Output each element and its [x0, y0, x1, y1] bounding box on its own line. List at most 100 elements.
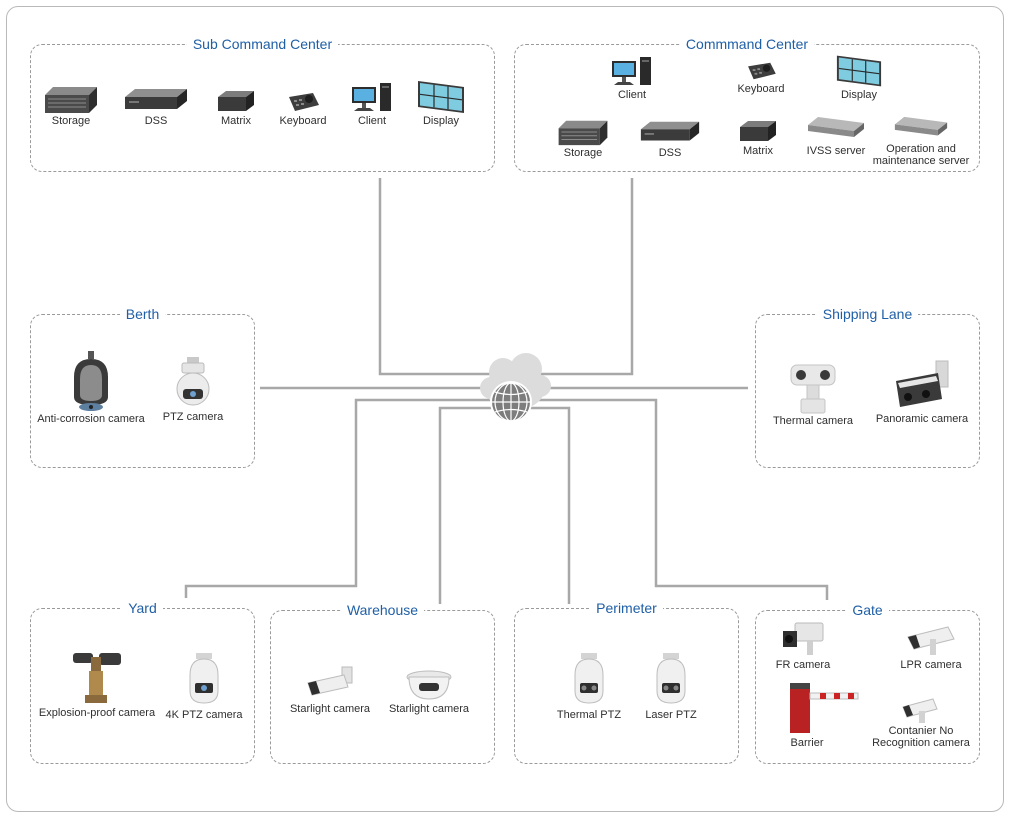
laser-ptz-camera: Laser PTZ: [635, 653, 707, 721]
device-label: Client: [357, 115, 387, 127]
device-label: 4K PTZ camera: [165, 709, 243, 721]
link-perimeter: [520, 406, 571, 604]
group-title: Yard: [122, 600, 163, 616]
group-title: Perimeter: [590, 600, 663, 616]
keyboard-device: Keyboard: [733, 59, 789, 95]
barrier: Barrier: [776, 677, 859, 749]
video-wall-icon: [836, 55, 882, 87]
device-label: DSS: [658, 147, 682, 159]
starlight-dome-camera: Starlight camera: [379, 667, 479, 715]
client-device: Client: [609, 55, 655, 101]
link-yard: [184, 398, 505, 598]
group-title: Berth: [119, 306, 166, 322]
diagram-frame: [6, 6, 1004, 812]
video-wall-icon: [418, 81, 464, 113]
explosion-proof-camera: Explosion-proof camera: [35, 649, 159, 719]
device-label: Contanier No Recognition camera: [872, 725, 970, 749]
device-label: IVSS server: [806, 145, 866, 157]
device-label: Thermal camera: [772, 415, 854, 427]
keyboard-icon: [289, 93, 319, 111]
ptz-camera-icon: [189, 653, 219, 704]
ivss-server-icon: [808, 117, 864, 137]
group-yard: Yard Explosion-proof camera 4K PTZ camer…: [30, 600, 255, 764]
dss-server-icon: [125, 89, 187, 109]
thermal-camera-icon: [790, 364, 836, 414]
container-no-recognition-camera: Contanier No Recognition camera: [866, 693, 976, 749]
panoramic-camera-icon: [896, 360, 949, 407]
ops-server-icon: [894, 116, 948, 136]
matrix-icon: [218, 91, 254, 111]
cloud-globe-icon: [480, 353, 551, 423]
4k-ptz-camera: 4K PTZ camera: [161, 653, 247, 721]
device-label: DSS: [144, 115, 168, 127]
storage-device: Storage: [39, 83, 103, 127]
storage-icon: [45, 87, 97, 113]
device-label: Starlight camera: [289, 703, 371, 715]
device-label: Keyboard: [279, 115, 327, 127]
link-warehouse: [438, 406, 510, 604]
barrier-gate-icon: [790, 683, 859, 733]
device-label: Operation and maintenance server: [872, 143, 970, 167]
dss-device: DSS: [637, 119, 703, 159]
explosion-proof-camera-icon: [73, 653, 121, 703]
storage-device: Storage: [553, 117, 613, 159]
link-gate: [525, 398, 829, 600]
group-command-center: Commmand Center Client Keyboard Display: [514, 36, 980, 172]
link-command-center: [530, 178, 634, 376]
ptz-camera-icon: [176, 357, 210, 406]
device-label: Laser PTZ: [645, 709, 697, 721]
group-title: Shipping Lane: [816, 306, 919, 322]
anti-corrosion-camera-icon: [74, 351, 108, 411]
ptz-camera: PTZ camera: [159, 357, 227, 423]
device-label: Barrier: [790, 737, 824, 749]
group-title: Sub Command Center: [186, 36, 339, 52]
ptz-camera-icon: [656, 653, 686, 704]
client-pc-icon: [612, 57, 651, 85]
device-label: Thermal PTZ: [556, 709, 622, 721]
thermal-camera: Thermal camera: [770, 359, 856, 427]
client-device: Client: [349, 81, 395, 127]
link-sub-command-center: [378, 178, 500, 376]
group-warehouse: Warehouse Starlight camera Starlight cam…: [270, 602, 495, 764]
anti-corrosion-camera: Anti-corrosion camera: [33, 351, 149, 425]
group-title: Gate: [846, 602, 889, 618]
device-label: PTZ camera: [162, 411, 224, 423]
group-perimeter: Perimeter Thermal PTZ Laser PTZ: [514, 600, 739, 764]
group-shipping-lane: Shipping Lane Thermal camera Panoramic c…: [755, 306, 980, 468]
thermal-ptz-camera: Thermal PTZ: [549, 653, 629, 721]
device-label: Storage: [563, 147, 603, 159]
panoramic-camera: Panoramic camera: [872, 359, 972, 425]
ivss-server-device: IVSS server: [803, 115, 869, 157]
ptz-camera-icon: [574, 653, 604, 704]
bullet-camera-icon: [307, 666, 353, 696]
matrix-device: Matrix: [213, 89, 259, 127]
device-label: Client: [617, 89, 647, 101]
lpr-camera: LPR camera: [890, 621, 972, 671]
display-device: Display: [413, 79, 469, 127]
device-label: Panoramic camera: [875, 413, 969, 425]
device-label: Matrix: [743, 145, 773, 157]
device-label: Explosion-proof camera: [38, 707, 156, 719]
group-berth: Berth Anti-corrosion camera PTZ camera: [30, 306, 255, 468]
device-label: Anti-corrosion camera: [37, 413, 145, 425]
dome-camera-icon: [406, 670, 452, 700]
box-camera-icon: [783, 622, 824, 655]
client-pc-icon: [352, 83, 391, 111]
dss-server-icon: [640, 121, 700, 141]
lpr-camera-icon: [907, 626, 955, 655]
device-label: Storage: [51, 115, 91, 127]
starlight-bullet-camera: Starlight camera: [279, 665, 381, 715]
device-label: Display: [840, 89, 878, 101]
storage-icon: [558, 120, 608, 146]
device-label: FR camera: [775, 659, 831, 671]
display-device: Display: [831, 53, 887, 101]
group-title: Warehouse: [340, 602, 425, 618]
matrix-icon: [740, 121, 776, 141]
keyboard-icon: [748, 62, 776, 80]
keyboard-device: Keyboard: [275, 89, 331, 127]
matrix-device: Matrix: [735, 119, 781, 157]
bullet-camera-icon: [902, 698, 938, 723]
device-label: Keyboard: [737, 83, 785, 95]
device-label: Starlight camera: [388, 703, 470, 715]
